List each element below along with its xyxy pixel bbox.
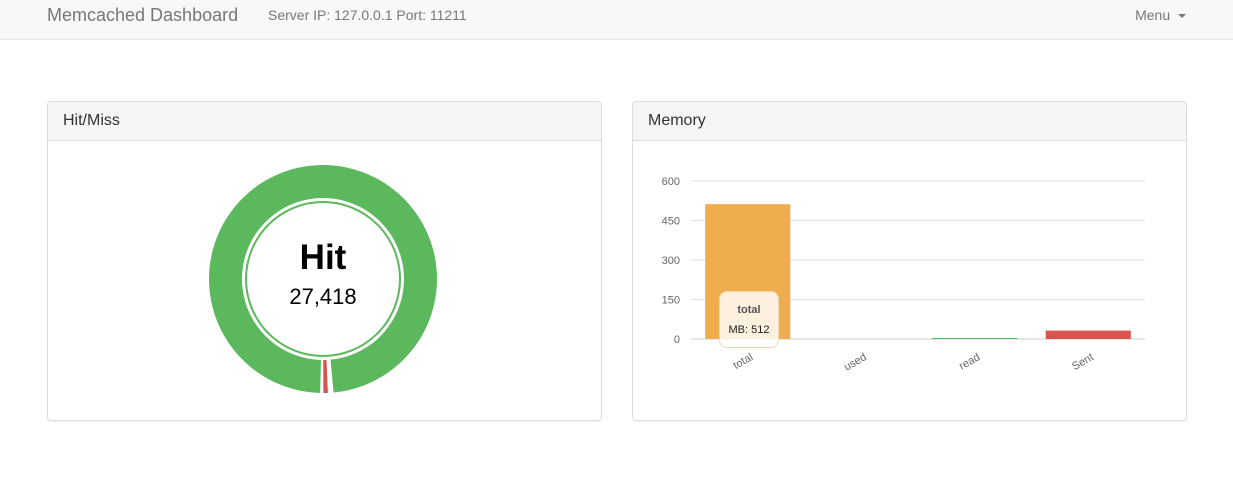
hit-miss-panel-title: Hit/Miss bbox=[48, 102, 601, 141]
chart-tooltip: total MB: 512 bbox=[719, 291, 779, 348]
memory-panel-body: 0 150 300 450 600 total used read Sent total MB:… bbox=[633, 141, 1186, 420]
memory-panel-title: Memory bbox=[633, 102, 1186, 141]
tooltip-title: total bbox=[737, 304, 761, 316]
tooltip-value: MB: 512 bbox=[728, 324, 770, 336]
y-tick-label: 450 bbox=[662, 216, 680, 228]
x-tick-label: Sent bbox=[1070, 351, 1096, 373]
x-tick-label: read bbox=[957, 351, 982, 372]
y-tick-label: 150 bbox=[662, 295, 680, 307]
caret-down-icon bbox=[1178, 14, 1186, 19]
x-tick-label: total bbox=[731, 351, 755, 372]
navbar: Memcached Dashboard Server IP: 127.0.0.1… bbox=[0, 0, 1233, 40]
server-info: Server IP: 127.0.0.1 Port: 11211 bbox=[268, 7, 467, 23]
bar-read[interactable] bbox=[932, 338, 1018, 339]
memory-bar-chart: 0 150 300 450 600 total used read Sent bbox=[662, 176, 1145, 374]
bar-sent[interactable] bbox=[1045, 330, 1131, 339]
hit-miss-panel: Hit/Miss Hit 27,418 bbox=[47, 101, 602, 421]
hit-miss-panel-body: Hit 27,418 bbox=[48, 141, 601, 420]
y-tick-label: 0 bbox=[674, 334, 680, 346]
hit-miss-donut-chart bbox=[209, 164, 438, 393]
donut-inner-ring bbox=[245, 201, 401, 357]
donut-slice-hit[interactable] bbox=[209, 164, 438, 393]
donut-center-label: Hit bbox=[299, 238, 347, 277]
memory-panel: Memory 0 150 300 450 600 total used read Sent to… bbox=[632, 101, 1187, 421]
donut-center-value: 27,418 bbox=[289, 284, 357, 309]
donut-slice-miss[interactable] bbox=[323, 359, 328, 393]
y-tick-label: 300 bbox=[662, 255, 680, 267]
menu-label: Menu bbox=[1135, 7, 1171, 23]
y-tick-label: 600 bbox=[662, 176, 680, 188]
x-tick-label: used bbox=[842, 351, 869, 373]
menu-dropdown[interactable]: Menu bbox=[1135, 7, 1186, 23]
brand-link[interactable]: Memcached Dashboard bbox=[47, 5, 239, 25]
